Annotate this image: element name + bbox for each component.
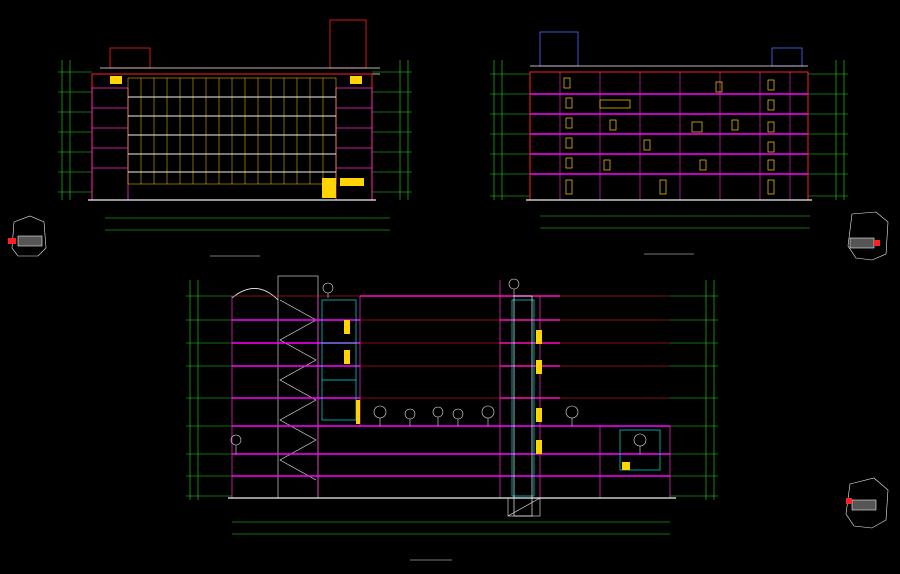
section-1-bottom-dimensions: [232, 521, 670, 535]
section-1-right-dimensions: [670, 280, 718, 500]
elevation-a-wing-floors: [92, 107, 372, 169]
elevation-b-right-dimensions: [808, 60, 848, 200]
section-1-trees: [230, 278, 647, 454]
section-1-roof-canopy: [231, 288, 279, 301]
elevation-b: [490, 31, 848, 255]
key-plan-right-bottom: [845, 477, 889, 529]
section-1-left-dimensions: [186, 280, 232, 500]
section-1-level-lines: [232, 295, 670, 399]
key-plan-left: [8, 215, 47, 257]
elevation-b-floor-slabs: [530, 93, 808, 175]
elevation-b-windows: [563, 77, 775, 195]
elevation-a-floor-bands: [128, 96, 336, 173]
elevation-a: [58, 19, 412, 257]
elevation-b-columns: [559, 72, 791, 200]
elevation-a-yellow-panels: [110, 76, 364, 198]
elevation-a-right-dimensions: [372, 60, 412, 200]
elevation-a-bottom-dimensions: [105, 217, 390, 231]
section-1-left-slabs: [232, 319, 670, 477]
section-1-partitions: [321, 299, 661, 497]
section-1-columns: [231, 280, 671, 498]
elevation-b-left-dimensions: [490, 60, 530, 200]
section-1-yellow-elements: [344, 320, 630, 470]
elevation-a-left-dimensions: [58, 60, 92, 200]
elevation-b-bottom-dimensions: [540, 215, 810, 229]
section-1: [186, 275, 718, 561]
key-plan-right-top: [847, 211, 889, 261]
